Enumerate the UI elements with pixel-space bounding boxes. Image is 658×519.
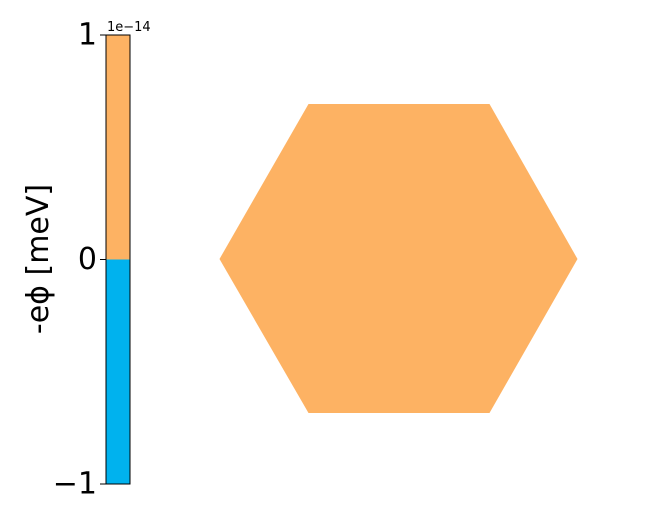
colorbar-segment-0 — [106, 35, 130, 260]
colorbar-segment-1 — [106, 259, 130, 484]
colorbar-ticks: 1 0 −1 — [53, 18, 106, 502]
hexagon-region — [219, 104, 578, 413]
colorbar-axis-label: -eϕ [meV] — [21, 184, 56, 334]
colorbar: 1 0 −1 1e−14 -eϕ [meV] — [21, 18, 151, 502]
colorbar-offset-label: 1e−14 — [107, 20, 151, 35]
colorbar-tick-label: 0 — [78, 242, 97, 277]
colorbar-segments — [106, 35, 130, 484]
hexagon-field — [219, 104, 578, 413]
colorbar-tick-label: 1 — [78, 18, 97, 53]
colorbar-tick-label: −1 — [53, 467, 97, 502]
